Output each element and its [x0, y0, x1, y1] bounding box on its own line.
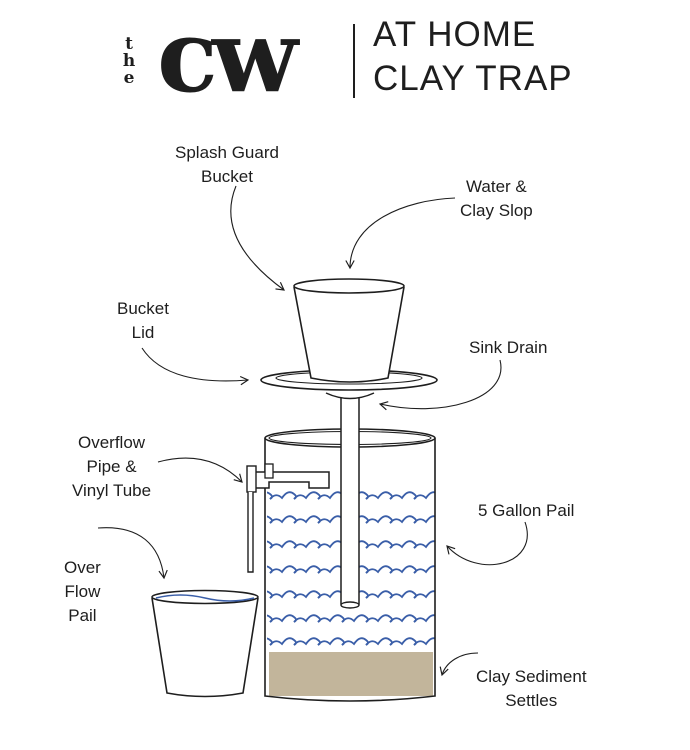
arrow-icon	[141, 347, 250, 386]
label-line: Over	[64, 558, 101, 577]
logo-the-letter: e	[123, 68, 135, 88]
logo-cw: cw	[157, 0, 298, 115]
label-water-clay-slop: Water & Clay Slop	[460, 175, 533, 223]
label-line: Bucket	[200, 167, 253, 186]
label-line: Clay Sediment	[476, 667, 587, 686]
label-overflow-pail: Over Flow Pail	[64, 556, 101, 628]
arrow-icon	[439, 652, 479, 677]
label-line: Bucket	[117, 299, 169, 318]
overflow-pail	[151, 589, 259, 698]
logo-the-letter: h	[122, 51, 136, 71]
arrow-icon	[230, 185, 285, 291]
sink-drain-pipe	[325, 392, 375, 609]
label-line: Clay Slop	[460, 201, 533, 220]
arrow-icon	[446, 521, 528, 566]
arrow-icon	[378, 359, 502, 411]
logo-the: t h e	[118, 36, 140, 87]
label-line: Settles	[505, 691, 558, 710]
label-overflow-pipe-vinyl-tube: Overflow Pipe & Vinyl Tube	[72, 431, 151, 503]
arrow-icon	[345, 197, 456, 270]
label-line: Pail	[68, 606, 97, 625]
page-title-line-1: AT HOME	[373, 15, 537, 54]
label-clay-sediment-settles: Clay Sediment Settles	[476, 665, 587, 713]
label-line: Water &	[465, 177, 527, 196]
arrow-icon	[157, 457, 243, 483]
label-line: Lid	[131, 323, 155, 342]
label-line: Pipe &	[86, 457, 137, 476]
logo-divider	[353, 24, 355, 98]
logo-the-letter: t	[125, 34, 133, 54]
label-line: Vinyl Tube	[72, 481, 152, 500]
label-line: Overflow	[78, 433, 146, 452]
splash-guard-bucket	[293, 278, 405, 383]
label-bucket-lid: Bucket Lid	[117, 297, 169, 345]
clay-sediment	[269, 652, 433, 696]
label-line: Flow	[64, 582, 101, 601]
label-five-gallon-pail: 5 Gallon Pail	[478, 501, 575, 520]
label-line: Splash Guard	[175, 143, 279, 162]
overflow-pipe	[246, 463, 330, 573]
water-wave	[267, 637, 435, 646]
label-splash-guard-bucket: Splash Guard Bucket	[175, 141, 279, 189]
arrow-icon	[97, 185, 528, 677]
page-title-line-2: CLAY TRAP	[373, 59, 573, 98]
arrow-icon	[97, 527, 168, 580]
label-sink-drain: Sink Drain	[469, 338, 548, 357]
water-wave	[267, 614, 435, 623]
